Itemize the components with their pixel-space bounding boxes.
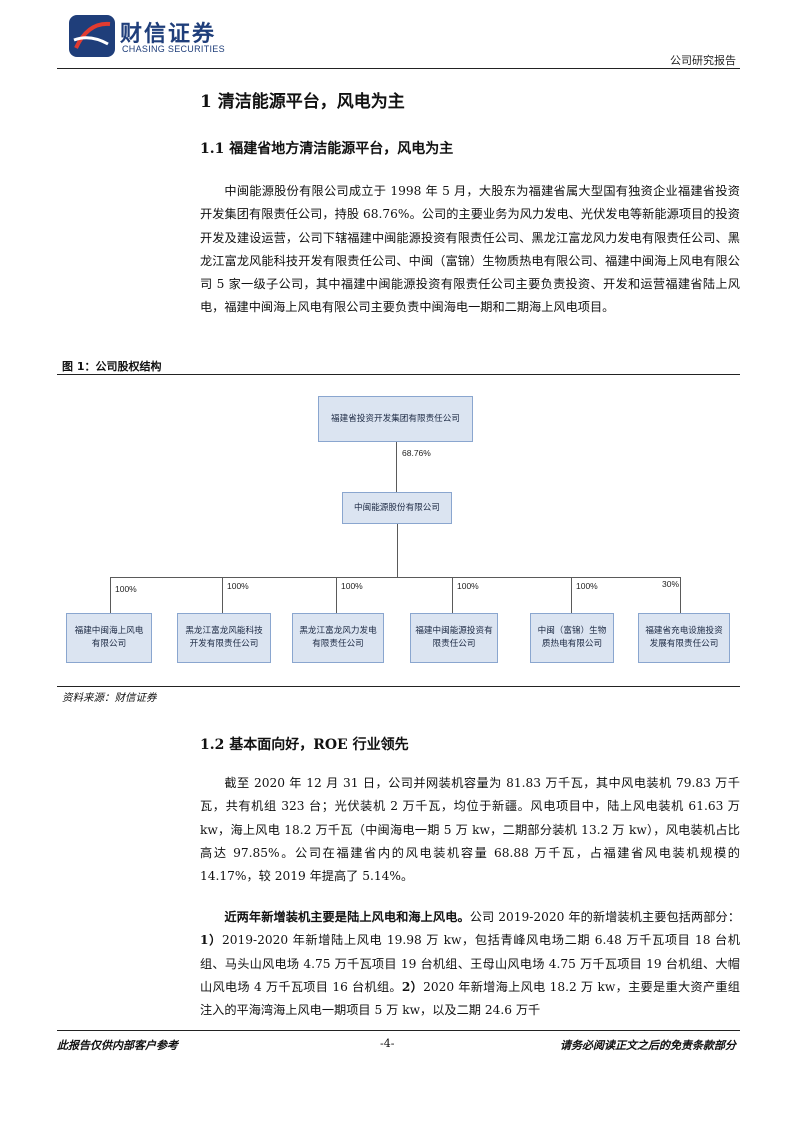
paragraph-text: 2020 年新增海上风电 18.2 万 kw，主要是重大资产重组注入的平海湾海上… [200,979,740,1018]
subsection-title: 1.1 福建省地方清洁能源平台，风电为主 [200,141,454,157]
ownership-percent: 100% [576,581,598,591]
ownership-percent: 100% [341,581,363,591]
section-title: 1 清洁能源平台，风电为主 [200,92,405,112]
connector-line [452,577,453,613]
figure-bottom-rule [57,686,740,687]
connector-line [110,577,680,578]
connector-line [680,577,681,613]
subsection-title: 1.2 基本面向好，ROE 行业领先 [200,737,409,753]
subsidiary-box: 福建省充电设施投资发展有限责任公司 [638,613,730,663]
body-paragraph: 截至 2020 年 12 月 31 日，公司并网装机容量为 81.83 万千瓦，… [200,776,740,884]
ownership-percent: 30% [662,579,680,589]
list-marker: 2） [401,979,424,994]
figure-source: 资料来源：财信证券 [62,692,157,704]
ownership-percent: 100% [227,581,249,591]
connector-line [571,577,572,613]
connector-line [396,442,397,492]
list-marker: 1） [200,933,222,948]
ownership-percent: 68.76% [402,448,431,458]
paragraph-lead: 近两年新增装机主要是陆上风电和海上风电。 [224,910,470,924]
paragraph-text: 公司 2019-2020 年的新增装机主要包括两部分： [469,910,741,924]
subsidiary-box: 中闽（富锦）生物质热电有限公司 [530,613,614,663]
connector-line [336,577,337,613]
page-number: -4- [380,1037,395,1050]
company-box: 中闽能源股份有限公司 [342,492,452,524]
subsidiary-box: 福建中闽海上风电有限公司 [66,613,152,663]
connector-line [222,577,223,613]
body-paragraph: 中闽能源股份有限公司成立于 1998 年 5 月，大股东为福建省属大型国有独资企… [200,184,740,315]
company-logo-icon [69,15,115,57]
subsidiary-box: 福建中闽能源投资有限责任公司 [410,613,498,663]
connector-line [110,577,111,613]
report-type-label: 公司研究报告 [670,54,736,67]
ownership-percent: 100% [457,581,479,591]
logo-english-name: CHASING SECURITIES [122,44,225,54]
footer-divider [57,1030,740,1031]
footer-disclaimer: 此报告仅供内部客户参考 [57,1039,178,1052]
footer-notice: 请务必阅读正文之后的免责条款部分 [560,1039,736,1052]
header-divider [57,68,740,69]
figure-top-rule [57,374,740,375]
subsidiary-box: 黑龙江富龙风能科技开发有限责任公司 [177,613,271,663]
logo-chinese-name: 财信证券 [120,22,217,47]
body-paragraph: 近两年新增装机主要是陆上风电和海上风电。公司 2019-2020 年的新增装机主… [200,906,740,1022]
ownership-percent: 100% [115,584,137,594]
paragraph-text: 2019-2020 年新增陆上风电 19.98 万 kw，包括青峰风电场二期 6… [200,933,740,994]
parent-company-box: 福建省投资开发集团有限责任公司 [318,396,473,442]
connector-line [397,524,398,577]
subsidiary-box: 黑龙江富龙风力发电有限责任公司 [292,613,384,663]
figure-caption: 图 1：公司股权结构 [62,360,162,373]
